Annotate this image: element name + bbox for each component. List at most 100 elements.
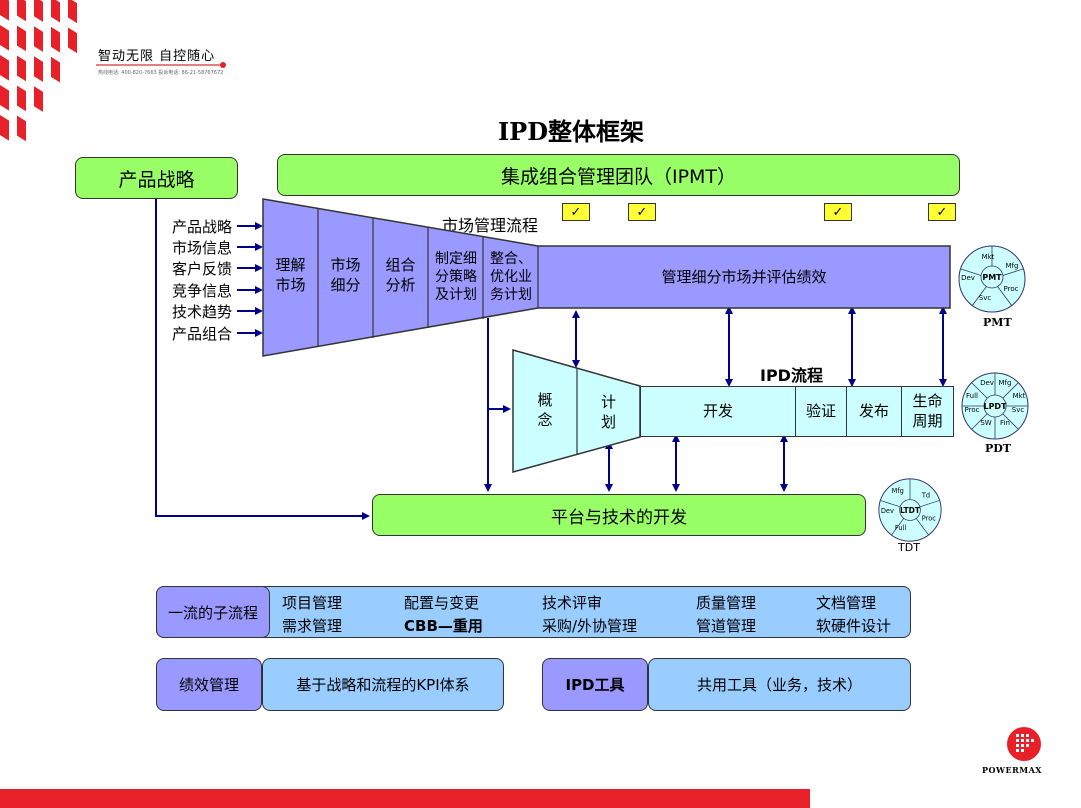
product-strategy-box: 产品战略 [75, 157, 238, 199]
funnel-text: 市场 [330, 255, 361, 274]
pmt-wheel-center: PMT [982, 273, 1002, 282]
funnel-text: 市场 [275, 276, 306, 294]
performance-content-box: 基于战略和流程的KPI体系 [262, 658, 504, 711]
input-item: 技术趋势 [172, 303, 233, 321]
subprocess-item: 项目管理 [282, 594, 343, 612]
subprocess-label-box: 一流的子流程 [156, 586, 270, 638]
header-underline [96, 62, 226, 68]
pmt-team-wheel: PMT Mkt Mfg Proc Svc Dev [958, 245, 1026, 313]
funnel-text: 整合、 [490, 250, 532, 267]
pdt-wheel-segment: Mkt [1013, 392, 1026, 400]
tdt-caption: TDT [898, 541, 920, 554]
pmt-caption: PMT [983, 316, 1012, 329]
funnel-cell-strategy-plan: 制定细 分策略 及计划 [428, 240, 484, 314]
pmt-wheel-segment: Mkt [982, 253, 995, 261]
page-title: IPD整体框架 [497, 117, 645, 146]
subprocess-item: 软硬件设计 [816, 617, 892, 635]
ipd-phase-plan: 计 划 [577, 384, 640, 440]
ipd-phase-bar: 开发 验证 发布 生命 周期 [640, 386, 954, 437]
checkbox-icon: ✓ [628, 203, 656, 221]
pmt-wheel-segment: Mfg [1006, 262, 1019, 270]
funnel-text: 及计划 [435, 287, 477, 304]
input-item: 产品战略 [172, 218, 233, 236]
header-contact-line: 热线电话: 400-820-7663 投诉电话: 86-21-58767672 [98, 70, 224, 76]
pdt-wheel-segment: Proc [965, 406, 980, 414]
ipmt-label: 集成组合管理团队（IPMT） [500, 165, 737, 188]
input-item: 市场信息 [172, 239, 233, 257]
logo-text: POWERMAX [982, 765, 1042, 775]
checkbox-icon: ✓ [562, 203, 590, 221]
checkbox-icon: ✓ [824, 203, 852, 221]
tdt-wheel-segment: Proc [922, 514, 936, 522]
funnel-text: 分策略 [435, 268, 477, 285]
input-item: 竞争信息 [172, 282, 233, 300]
ipd-phase-release: 发布 [847, 387, 902, 436]
funnel-text: 优化业 [490, 268, 532, 285]
phase-text: 念 [537, 411, 553, 429]
ipd-phase-lifecycle: 生命 周期 [902, 387, 953, 436]
tools-content: 共用工具（业务，技术） [696, 676, 862, 694]
tdt-wheel-segment: Full [895, 524, 906, 532]
phase-text: 划 [600, 413, 616, 431]
funnel-text: 分析 [385, 276, 416, 294]
manage-segment-bar-label: 管理细分市场并评估绩效 [661, 267, 827, 286]
ipd-phase-concept: 概 念 [513, 380, 577, 440]
market-flow-label: 市场管理流程 [442, 216, 539, 235]
tdt-team-wheel: LTDT Mfg Td Proc Full Dev [878, 478, 942, 542]
funnel-text: 理解 [275, 255, 306, 274]
performance-label: 绩效管理 [178, 676, 239, 694]
platform-tech-label: 平台与技术的开发 [551, 507, 687, 528]
subprocess-label: 一流的子流程 [167, 603, 258, 622]
subprocess-panel [156, 586, 911, 638]
tdt-wheel-segment: Dev [881, 507, 894, 515]
ipd-phase-verify: 验证 [796, 387, 847, 436]
phase-text: 计 [600, 392, 616, 411]
funnel-text: 务计划 [490, 287, 532, 304]
funnel-cell-understand-market: 理解 市场 [263, 240, 318, 310]
performance-content: 基于战略和流程的KPI体系 [296, 676, 470, 694]
subprocess-item: 管道管理 [696, 617, 757, 635]
ipmt-box: 集成组合管理团队（IPMT） [277, 154, 960, 196]
funnel-text: 细分 [330, 276, 361, 294]
tools-label-box: IPD工具 [542, 658, 648, 711]
funnel-cell-portfolio-analysis: 组合 分析 [373, 240, 428, 310]
platform-tech-box: 平台与技术的开发 [372, 494, 866, 536]
tools-content-box: 共用工具（业务，技术） [648, 658, 911, 711]
header-slogan: 智动无限 自控随心 [98, 49, 216, 64]
pmt-wheel-segment: Dev [961, 274, 975, 282]
ipd-phase-develop: 开发 [641, 387, 796, 436]
tdt-wheel-center: LTDT [900, 506, 921, 515]
powermax-logo-icon [1007, 727, 1041, 761]
header-stripe-decoration [0, 0, 77, 142]
input-item: 客户反馈 [172, 260, 233, 278]
pdt-wheel-center: LPDT [983, 402, 1007, 411]
subprocess-item: 配置与变更 [404, 594, 480, 612]
ipd-flow-label: IPD流程 [760, 366, 823, 385]
subprocess-item: 质量管理 [696, 594, 757, 612]
phase-text: 生命 [912, 392, 943, 410]
subprocess-item: CBB—重用 [404, 617, 483, 635]
phase-text: 验证 [805, 402, 836, 421]
checkbox-icon: ✓ [928, 203, 956, 221]
tools-label: IPD工具 [565, 676, 625, 694]
pmt-wheel-segment: Svc [979, 294, 992, 302]
subprocess-item: 需求管理 [282, 617, 343, 635]
funnel-text: 组合 [385, 255, 416, 274]
pdt-caption: PDT [985, 442, 1011, 455]
footer-stripe-decoration [748, 789, 1081, 808]
pdt-wheel-segment: Dev [980, 379, 994, 387]
subprocess-item: 文档管理 [816, 594, 877, 612]
pdt-wheel-segment: Mfg [999, 379, 1012, 387]
input-item: 产品组合 [172, 325, 233, 343]
phase-text: 发布 [858, 402, 889, 421]
product-strategy-label: 产品战略 [118, 168, 195, 191]
funnel-text: 制定细 [435, 250, 477, 267]
tdt-wheel-segment: Td [921, 492, 930, 500]
phase-text: 概 [537, 390, 553, 409]
pdt-wheel-segment: Full [966, 392, 978, 400]
tdt-wheel-segment: Mfg [892, 487, 904, 495]
funnel-cell-market-segment: 市场 细分 [318, 240, 373, 310]
pmt-wheel-segment: Proc [1004, 285, 1019, 293]
